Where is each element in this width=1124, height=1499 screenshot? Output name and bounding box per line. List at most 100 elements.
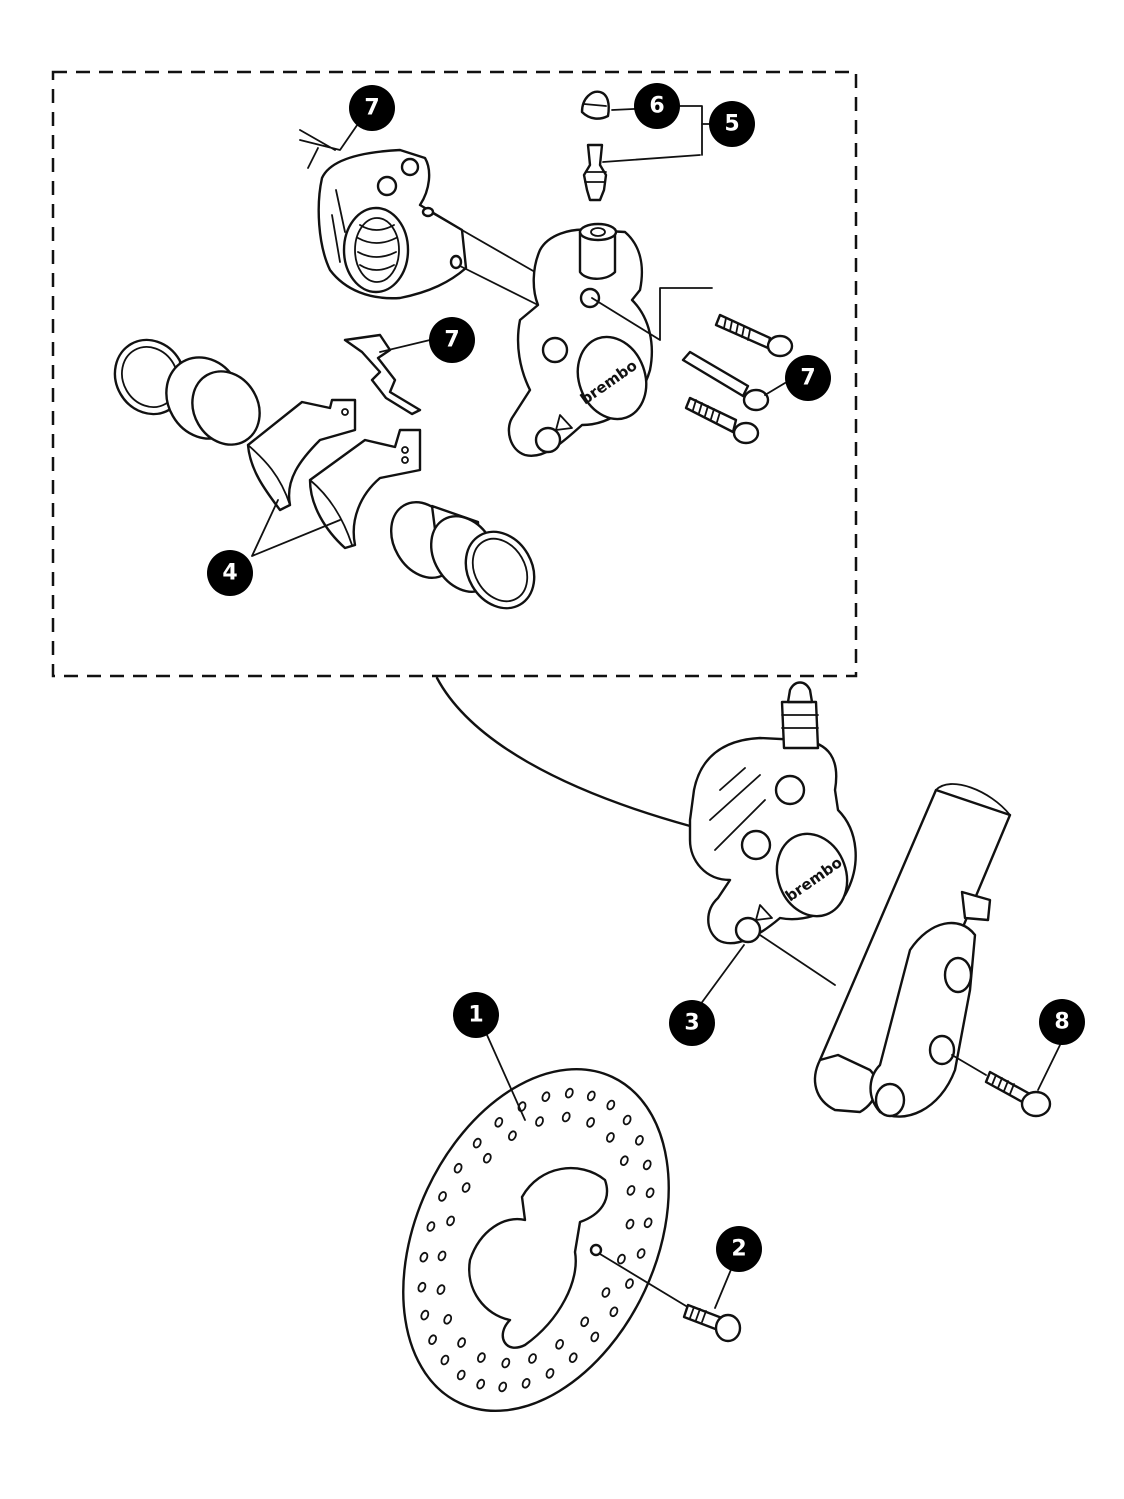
svg-text:6: 6 [649, 94, 664, 119]
svg-text:1: 1 [468, 1003, 483, 1028]
callout-7-spring: 7 [429, 317, 475, 363]
svg-text:7: 7 [444, 328, 459, 353]
disc-vent-hole [586, 1117, 595, 1128]
disc-vent-hole [643, 1217, 653, 1229]
disc-vent-hole [508, 1130, 517, 1141]
disc-vent-hole [461, 1182, 471, 1193]
bleed-valve [582, 143, 701, 202]
disc-vent-hole [590, 1331, 600, 1343]
callout-7-bolts: 7 [785, 355, 831, 401]
disc-vent-hole [417, 1281, 427, 1293]
callout-1: 1 [453, 992, 499, 1038]
assembled-caliper: brembo [688, 681, 857, 945]
disc-vent-hole [528, 1353, 537, 1364]
leader-line [1037, 1044, 1061, 1091]
disc-vent-hole [555, 1339, 564, 1350]
pad-spring [343, 333, 431, 416]
disc-vent-hole [420, 1309, 430, 1321]
mounting-bolt [984, 1070, 1052, 1118]
disc-vent-hole [438, 1191, 447, 1202]
disc-vent-hole [453, 1162, 463, 1174]
callout-6: 6 [634, 83, 680, 129]
disc-vent-hole [545, 1368, 555, 1379]
caliper-bolt [714, 313, 794, 358]
brake-disc [402, 1067, 670, 1413]
bracket-line [675, 105, 703, 156]
disc-vent-hole [472, 1137, 482, 1149]
disc-vent-hole [635, 1135, 644, 1146]
disc-vent-holes [417, 1087, 655, 1393]
svg-text:7: 7 [364, 96, 379, 121]
disc-vent-hole [535, 1116, 544, 1127]
disc-vent-hole [622, 1114, 632, 1126]
assembly-guide-line [591, 287, 713, 341]
disc-bolt [682, 1303, 742, 1343]
leader-line [299, 117, 363, 169]
caliper-outer-half [317, 148, 468, 300]
disc-vent-hole [436, 1284, 446, 1295]
disc-vent-hole [501, 1357, 511, 1369]
svg-text:3: 3 [684, 1011, 699, 1036]
disc-vent-hole [476, 1378, 486, 1390]
caliper-bolt [681, 350, 770, 412]
disc-vent-hole [642, 1159, 652, 1171]
leader-line [951, 1054, 987, 1076]
disc-vent-hole [456, 1369, 466, 1381]
svg-text:2: 2 [731, 1237, 746, 1262]
disc-vent-hole [580, 1316, 590, 1328]
svg-text:7: 7 [800, 366, 815, 391]
disc-vent-hole [619, 1155, 629, 1166]
assembly-guide-line [433, 213, 541, 307]
disc-vent-hole [482, 1152, 492, 1164]
disc-vent-hole [494, 1117, 504, 1128]
caliper-inner-half: brembo [507, 222, 654, 457]
disc-vent-hole [443, 1314, 453, 1325]
disc-vent-hole [625, 1278, 634, 1289]
disc-vent-hole [568, 1352, 578, 1363]
disc-vent-hole [636, 1248, 646, 1259]
callout-4: 4 [207, 550, 253, 596]
callout-2: 2 [716, 1226, 762, 1272]
leader-line [251, 499, 341, 557]
disc-vent-hole [645, 1187, 655, 1199]
disc-vent-hole [440, 1354, 450, 1366]
disc-vent-hole [617, 1253, 626, 1265]
disc-vent-hole [428, 1334, 437, 1345]
disc-vent-hole [586, 1090, 596, 1102]
frame-connector-line [435, 676, 692, 828]
disc-vent-hole [564, 1087, 574, 1099]
svg-text:4: 4 [222, 561, 237, 586]
callout-7-top: 7 [349, 85, 395, 131]
disc-vent-hole [477, 1352, 486, 1363]
disc-vent-hole [541, 1091, 551, 1102]
fork-leg [813, 783, 1012, 1118]
caliper-bolt [684, 396, 760, 445]
brake-pad [246, 398, 357, 512]
callout-3: 3 [669, 1000, 715, 1046]
disc-vent-hole [437, 1250, 447, 1262]
svg-text:8: 8 [1054, 1010, 1069, 1035]
disc-vent-hole [521, 1378, 531, 1389]
disc-vent-hole [446, 1215, 455, 1227]
disc-vent-hole [606, 1132, 615, 1143]
svg-text:5: 5 [724, 112, 739, 137]
assembly-guide-line [599, 1253, 687, 1307]
disc-vent-hole [426, 1221, 436, 1232]
disc-vent-hole [561, 1111, 571, 1123]
callout-5: 5 [709, 101, 755, 147]
disc-vent-hole [419, 1251, 429, 1263]
disc-vent-hole [625, 1218, 635, 1230]
assembly-guide-line [759, 934, 836, 986]
callout-8: 8 [1039, 999, 1085, 1045]
disc-vent-hole [606, 1099, 616, 1111]
piston [165, 356, 261, 446]
disc-vent-hole [626, 1185, 636, 1196]
disc-vent-hole [601, 1287, 611, 1298]
exploded-view-frame [51, 70, 858, 678]
disc-vent-hole [457, 1337, 466, 1348]
leader-line [764, 382, 786, 396]
disc-vent-hole [498, 1381, 508, 1393]
leader-line [486, 1034, 526, 1121]
brake-pad [308, 428, 422, 550]
